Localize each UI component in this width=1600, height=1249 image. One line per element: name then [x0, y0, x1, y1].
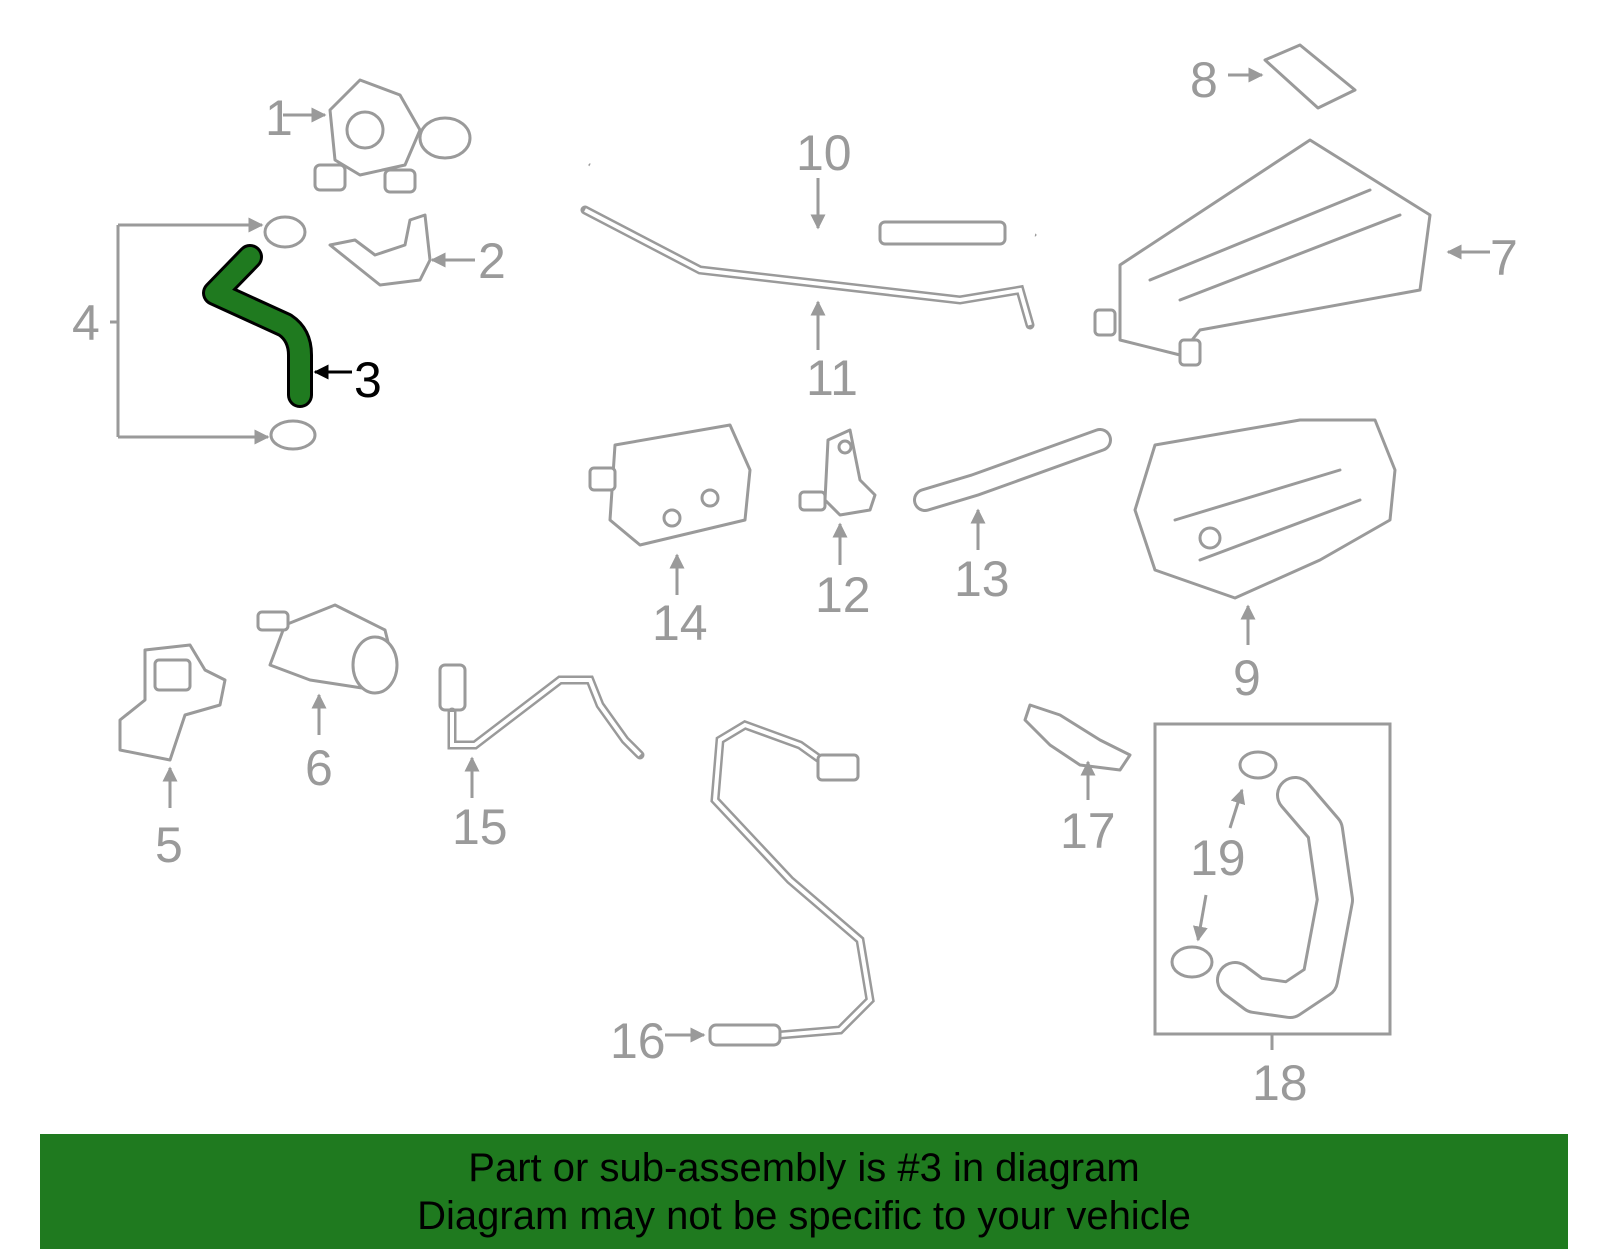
callout-10: 10 — [796, 125, 852, 181]
callout-19: 19 — [1190, 830, 1246, 886]
part-4-clamps — [110, 215, 317, 451]
callout-17: 17 — [1060, 803, 1116, 859]
part-17-valve — [1023, 703, 1132, 772]
part-1-valve — [313, 78, 472, 194]
callout-16: 16 — [610, 1013, 666, 1069]
part-14-module — [588, 423, 752, 547]
callout-18: 18 — [1252, 1055, 1308, 1111]
callout-9: 9 — [1233, 650, 1261, 706]
callout-1: 1 — [265, 90, 293, 146]
part-16-sensor — [708, 720, 875, 1047]
callout-12: 12 — [815, 567, 871, 623]
callout-13: 13 — [954, 551, 1010, 607]
part-7-canister — [1093, 138, 1432, 367]
part-18-kit — [1153, 722, 1392, 1050]
part-3-hose — [202, 244, 313, 408]
part-2-bracket — [328, 213, 432, 287]
banner-line-2: Diagram may not be specific to your vehi… — [417, 1193, 1191, 1238]
callout-4: 4 — [72, 295, 100, 351]
callout-7: 7 — [1490, 230, 1518, 286]
callout-5: 5 — [155, 817, 183, 873]
part-11-line — [580, 205, 1035, 330]
info-banner: Part or sub-assembly is #3 in diagram Di… — [40, 1134, 1568, 1249]
part-12-valve — [798, 428, 877, 517]
part-6-valve — [256, 603, 399, 695]
callout-14: 14 — [652, 595, 708, 651]
callout-11: 11 — [806, 350, 858, 406]
part-13-hose — [913, 428, 1112, 512]
part-10-line — [588, 163, 1037, 246]
callout-6: 6 — [305, 740, 333, 796]
callout-8: 8 — [1190, 52, 1218, 108]
part-5-sensor — [118, 643, 227, 762]
callout-15: 15 — [452, 799, 508, 855]
part-8-filter — [1263, 43, 1357, 110]
part-9-tray — [1133, 418, 1397, 600]
part-15-sensor — [438, 663, 645, 760]
callout-3: 3 — [354, 352, 382, 408]
callout-2: 2 — [478, 233, 506, 289]
banner-line-1: Part or sub-assembly is #3 in diagram — [468, 1145, 1140, 1190]
